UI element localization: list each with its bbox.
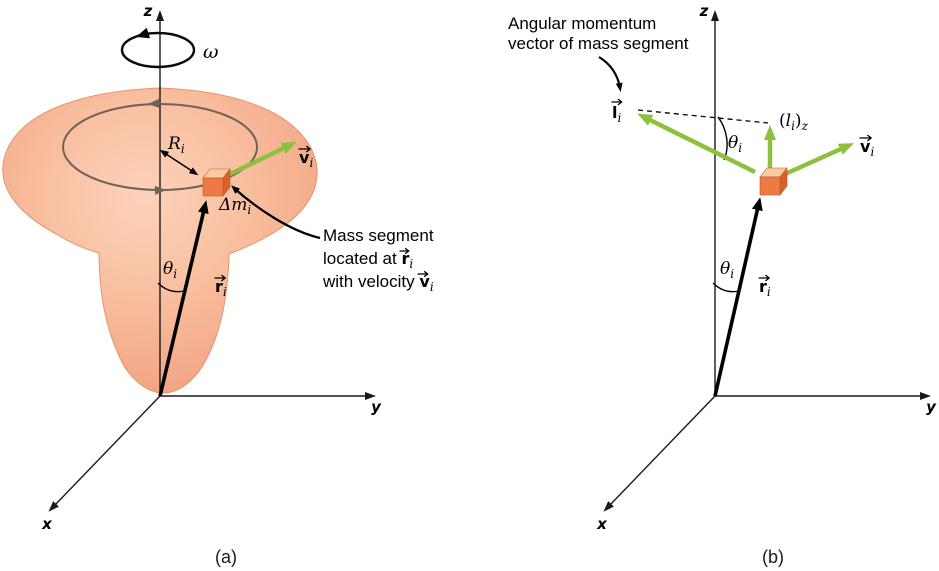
r-vector-label-b: ri [758, 274, 771, 299]
svg-text:ri: ri [759, 277, 771, 299]
r-vector-label-a: ri [214, 274, 227, 299]
x-axis-a [48, 395, 161, 512]
theta-label-a: θi [163, 259, 177, 281]
y-axis-label-b: y [926, 398, 937, 416]
annotation-a-line2: located at ri [323, 249, 413, 271]
mass-cube-a [202, 168, 231, 197]
angular-momentum-vector [637, 113, 756, 175]
caption-a: (a) [215, 547, 237, 567]
theta-arc-lower-b [712, 282, 740, 293]
svg-text:vi: vi [299, 148, 313, 170]
radius-label: Ri [167, 134, 185, 156]
panel-a: z ω y x Ri θi ri vi [2, 2, 434, 567]
rotation-arrow [120, 31, 196, 69]
theta-label-lower-b: θi [720, 259, 734, 281]
y-axis-label-a: y [371, 398, 382, 416]
projection-dashed-line [637, 109, 769, 124]
panel-b: z y x θi θi ri li (li)z vi [508, 2, 937, 567]
l-z-label: (li)z [779, 111, 809, 133]
rotation-arrowhead-icon [136, 27, 151, 39]
callout-arrow-b [598, 56, 623, 92]
path-arrowhead-top-icon [148, 98, 160, 108]
v-vector-label-b: vi [859, 134, 874, 159]
svg-text:vi: vi [860, 137, 874, 159]
z-axis-label-a: z [143, 2, 153, 20]
caption-b: (b) [762, 547, 784, 567]
annotation-b-line1: Angular momentum [508, 14, 656, 33]
x-axis-b [603, 395, 716, 512]
x-axis-label-b: x [596, 515, 608, 533]
callout-arrow-a [231, 185, 321, 240]
x-axis-label-a: x [41, 515, 53, 533]
annotation-a-line3: with velocity vi [322, 272, 434, 294]
annotation-a-line1: Mass segment [323, 226, 434, 245]
mass-label: Δmi [218, 195, 251, 217]
position-vector-b [713, 197, 763, 397]
theta-arc-a [157, 282, 185, 293]
annotation-a-r-arrow-icon [399, 247, 410, 255]
z-axis-label-b: z [699, 2, 709, 20]
svg-text:ri: ri [215, 277, 227, 299]
velocity-vector-a [225, 141, 297, 179]
v-vector-label-a: vi [298, 145, 313, 170]
path-arrowhead-bottom-icon [154, 185, 166, 195]
l-vector-label: li [611, 98, 623, 125]
annotation-a-v-arrow-icon [417, 270, 429, 278]
svg-text:li: li [612, 103, 621, 125]
annotation-b-line2: vector of mass segment [508, 34, 689, 53]
position-vector-a [158, 200, 209, 397]
theta-label-upper-b: θi [728, 133, 742, 155]
omega-label: ω [203, 41, 219, 63]
velocity-vector-b [782, 143, 854, 178]
mass-cube-b [759, 167, 788, 196]
radius-arrow [159, 149, 199, 176]
